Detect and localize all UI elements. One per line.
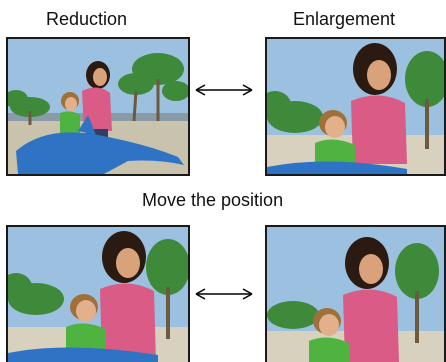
photo-position-after [265, 225, 446, 362]
label-move-position: Move the position [142, 190, 284, 210]
double-arrow-icon [195, 84, 253, 96]
double-arrow-icon [195, 288, 253, 300]
photo-enlarged [265, 37, 446, 176]
photo-position-before [6, 225, 190, 362]
photo-reduced [6, 37, 190, 176]
label-enlargement: Enlargement [293, 9, 396, 29]
label-reduction: Reduction [46, 9, 128, 29]
